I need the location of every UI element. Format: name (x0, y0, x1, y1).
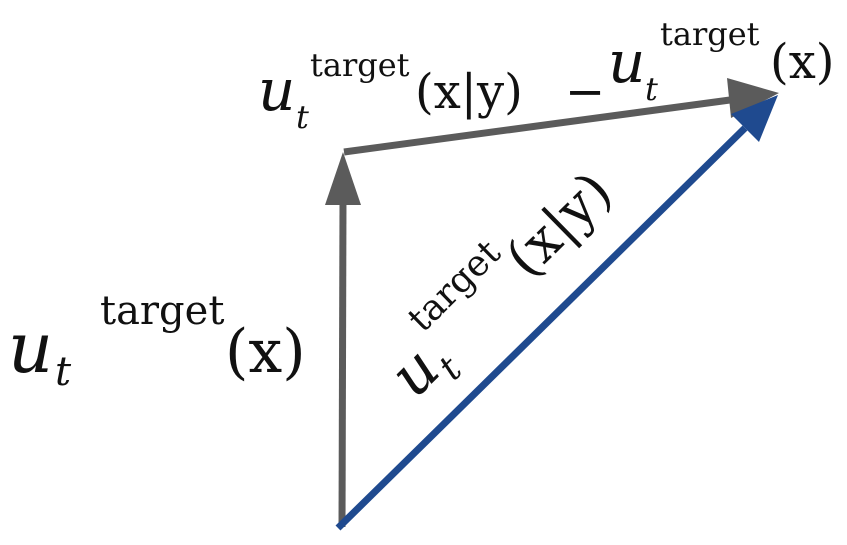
marginal-vector-label: u target t (x) (8, 288, 306, 395)
difference-vector-shaft (343, 96, 731, 156)
marginal-vector-arrow (325, 152, 361, 528)
conditional-vector-shaft (335, 125, 748, 531)
marginal-vector-shaft (338, 199, 347, 528)
conditional-vector-arrow (335, 95, 778, 531)
conditional-vector-label: u target t (x|y) (363, 147, 635, 417)
difference-vector-arrow (343, 78, 779, 156)
difference-vector-arrowhead (727, 78, 779, 118)
conditional-vector-arrowhead (731, 95, 778, 142)
marginal-vector-arrowhead (325, 152, 361, 205)
difference-vector-label: u target t (x|y) − u target t (x) (258, 15, 835, 136)
